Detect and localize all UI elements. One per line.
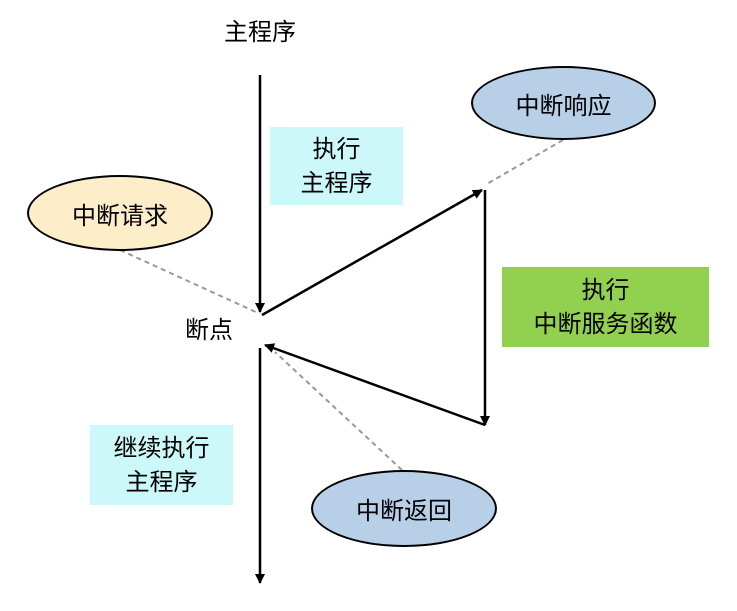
request-leader-line	[119, 249, 259, 314]
main-program-title: 主程序	[224, 18, 296, 46]
continue-main-line2: 主程序	[125, 468, 198, 496]
execute-main-box: 执行 主程序	[270, 127, 403, 205]
interrupt-response-label: 中断响应	[515, 91, 612, 120]
return-leader-line	[274, 351, 403, 471]
interrupt-response-ellipse: 中断响应	[471, 66, 656, 140]
jump-to-isr-arrow	[261, 188, 483, 317]
execute-isr-box: 执行 中断服务函数	[502, 267, 709, 347]
continue-main-line1: 继续执行	[113, 434, 210, 462]
interrupt-return-ellipse: 中断返回	[311, 470, 497, 547]
response-leader-line	[484, 139, 564, 186]
execute-isr-line1: 执行	[581, 276, 630, 304]
return-arrow	[264, 343, 486, 427]
interrupt-return-label: 中断返回	[356, 497, 452, 525]
continue-main-box: 继续执行 主程序	[90, 425, 233, 505]
breakpoint-label: 断点	[185, 316, 233, 344]
execute-main-line2: 主程序	[300, 169, 373, 197]
execute-main-line1: 执行	[312, 135, 361, 163]
execute-isr-line2: 中断服务函数	[533, 310, 678, 338]
interrupt-request-ellipse: 中断请求	[27, 175, 213, 251]
interrupt-request-label: 中断请求	[72, 201, 168, 230]
